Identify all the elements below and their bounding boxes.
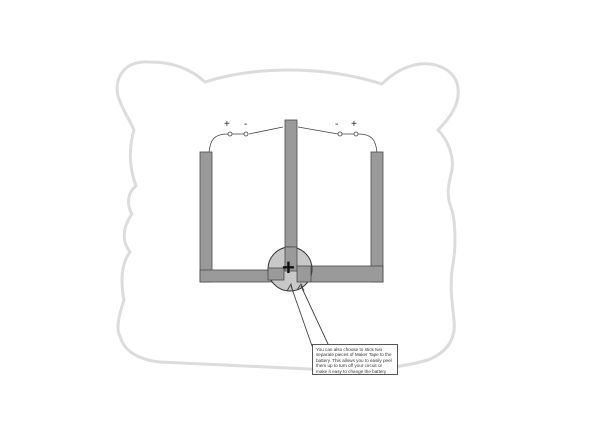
left-lead-wire — [208, 133, 229, 154]
left-plus-label: + — [224, 119, 230, 130]
note-line: You can also choose to stick two — [316, 347, 383, 352]
right-plus-label: + — [351, 119, 357, 130]
callout-arrowhead-left — [286, 282, 294, 293]
right-tape-strip — [370, 151, 384, 283]
note-line: battery. This allows you to easily peel — [316, 357, 392, 363]
left-tape-strip — [199, 151, 213, 283]
note-line: separate pieces of Maker Tape to the — [316, 352, 392, 358]
led-contact-left-minus — [243, 131, 249, 137]
bear-head-outline — [115, 60, 460, 372]
battery-plus-label: + — [282, 255, 295, 280]
right-lead-wire — [357, 133, 378, 154]
led-contact-left-plus — [227, 131, 233, 137]
right-led-wire — [297, 126, 354, 135]
note-line: them up to turn off your circuit or — [316, 363, 383, 369]
left-led-wire — [232, 126, 284, 135]
battery-top-tape — [284, 246, 298, 272]
center-tape-strip — [284, 119, 298, 267]
callout-pointer — [290, 285, 329, 347]
left-bottom-tape-strip — [199, 269, 277, 283]
battery-right-tape — [296, 265, 312, 283]
left-minus-label: - — [244, 119, 247, 130]
annotation-note: You can also choose to stick two separat… — [312, 344, 398, 375]
led-contact-right-plus — [353, 131, 359, 137]
battery-left-tape — [267, 267, 285, 281]
right-minus-label: - — [335, 119, 338, 130]
led-contact-right-minus — [337, 131, 343, 137]
callout-arrowhead-right — [296, 283, 305, 292]
note-line: make it easy to change the battery — [316, 368, 387, 374]
